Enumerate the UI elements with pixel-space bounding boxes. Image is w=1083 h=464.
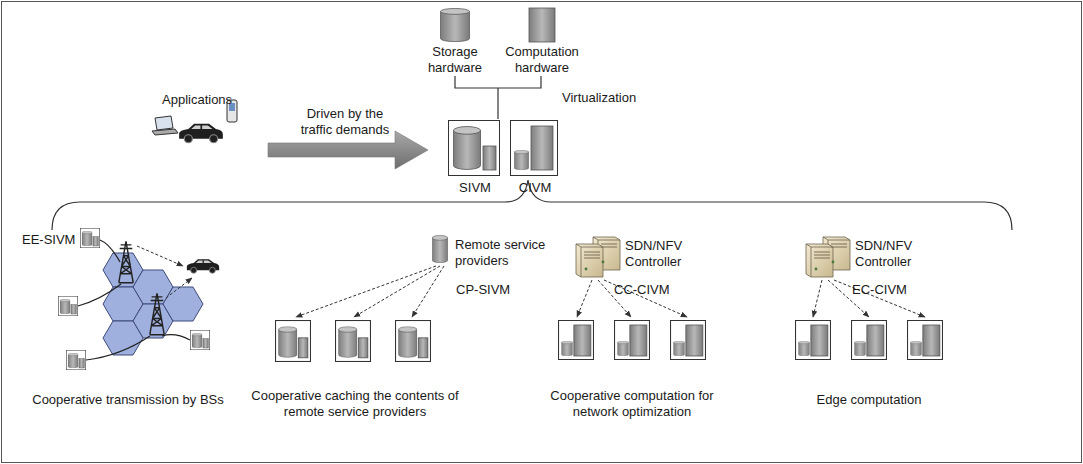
module-label: CC-CIVM [614,282,684,298]
module-label: CP-SIVM [456,282,526,298]
sivm-box: SIVM [448,120,500,176]
panel-caption: Cooperative caching the contents of remo… [241,388,469,419]
controller-icon: SDN/NFV Controller [575,236,621,278]
application-label: Applications [162,92,252,108]
panel-caption: Edge computation [789,392,949,408]
civm-box: CIVM [510,120,558,176]
node-label: CIVM [509,180,561,196]
node-label: SIVM [449,180,501,196]
module-label: EE-SIVM [22,232,78,248]
module-label: EC-CIVM [852,282,922,298]
panel-caption: Cooperative computation for network opti… [540,388,724,419]
controller-icon: SDN/NFV Controller [805,236,851,278]
node-label: Storage hardware [420,44,490,75]
node-label: SDN/NFV Controller [855,238,925,269]
node-label: Remote service providers [455,237,555,268]
process-label: Virtualization [562,90,652,106]
node-label: SDN/NFV Controller [625,238,695,269]
provider-storage: Remote service providers [432,235,448,263]
panel-caption: Cooperative transmission by BSs [18,392,238,408]
node-label: Computation hardware [500,44,584,75]
arrow-label: Driven by the traffic demands [291,106,399,137]
computation-icon: Computation hardware [529,8,555,42]
storage-icon: Storage hardware [440,8,470,42]
